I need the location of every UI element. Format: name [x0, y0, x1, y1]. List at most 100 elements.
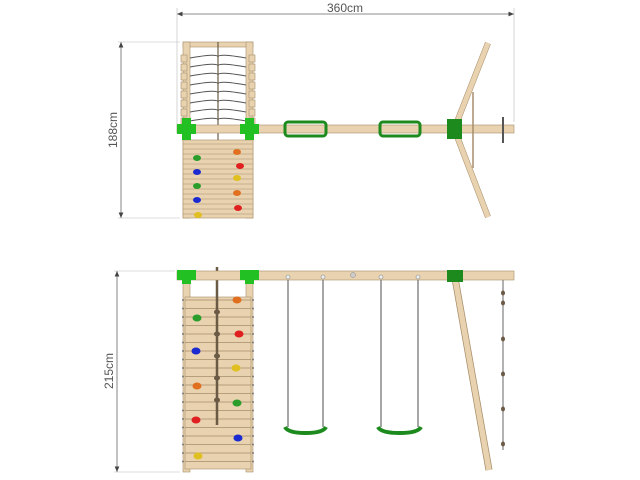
climbing-hold	[233, 190, 241, 196]
rope-ladder-rung	[501, 290, 505, 296]
net-peg	[248, 81, 256, 90]
climbing-hold	[233, 175, 241, 181]
bolt	[182, 299, 184, 301]
net-peg	[248, 108, 256, 117]
bolt	[252, 375, 254, 378]
rope-ladder-rung	[501, 371, 505, 377]
climbing-hold	[193, 183, 201, 189]
climbing-hold	[193, 155, 201, 161]
rope-knot	[214, 331, 220, 337]
height-dimension: 215cm	[102, 270, 180, 473]
climbing-hold	[191, 347, 201, 355]
bolt	[182, 333, 184, 335]
width-dimension: 360cm	[176, 1, 515, 125]
bolt	[252, 409, 254, 412]
climbing-hold	[233, 434, 243, 442]
swing-seat-top	[378, 120, 422, 138]
bolt	[252, 333, 254, 335]
bolt	[182, 443, 184, 446]
climbing-hold	[192, 382, 202, 390]
bolt	[252, 316, 254, 318]
bolt	[182, 307, 184, 310]
rope-ladder-rung	[501, 441, 505, 447]
swing-seat-top	[283, 120, 328, 138]
net-peg	[180, 63, 188, 72]
bracket	[245, 270, 254, 284]
net-peg	[180, 72, 188, 81]
a-frame-leg	[452, 42, 491, 128]
bolt	[252, 392, 254, 395]
climbing-hold	[234, 330, 244, 338]
a-frame-leg	[452, 130, 491, 218]
bracket	[182, 118, 191, 140]
bolt	[252, 401, 254, 403]
rope-knot	[214, 353, 220, 359]
height-label: 215cm	[102, 353, 116, 389]
rope-ladder-rung	[501, 300, 505, 306]
net-peg	[180, 108, 188, 117]
climbing-hold	[192, 314, 202, 322]
bolt	[252, 426, 254, 429]
bolt	[252, 384, 254, 386]
bolt	[182, 418, 184, 420]
width-label: 360cm	[327, 1, 363, 15]
bolt	[182, 392, 184, 395]
bolt	[252, 350, 254, 352]
net-peg	[248, 72, 256, 81]
bolt	[252, 341, 254, 344]
bolt	[252, 358, 254, 361]
bracket	[182, 270, 191, 284]
swing-hook	[415, 274, 421, 280]
bolt	[182, 375, 184, 378]
net-peg	[180, 54, 188, 63]
bracket	[245, 118, 254, 140]
bolt	[252, 324, 254, 327]
depth-dimension: 188cm	[106, 41, 180, 219]
net-peg	[248, 99, 256, 108]
rope-ladder-rung	[501, 406, 505, 412]
bolt	[182, 358, 184, 361]
bolt	[252, 299, 254, 301]
swing-seat	[283, 425, 328, 436]
rope-knot	[214, 397, 220, 403]
a-frame-bracket	[447, 119, 462, 139]
bolt	[182, 324, 184, 327]
bolt	[182, 426, 184, 429]
climbing-hold	[193, 169, 201, 175]
net-peg	[248, 63, 256, 72]
a-frame-bracket	[447, 270, 463, 282]
bolt	[182, 350, 184, 352]
swing-hook	[285, 274, 291, 280]
front-view	[176, 267, 515, 473]
climbing-hold	[194, 212, 202, 218]
net-peg	[180, 81, 188, 90]
bolt	[182, 409, 184, 412]
top-view	[176, 41, 515, 219]
bolt	[252, 307, 254, 310]
climbing-hold	[232, 399, 242, 407]
depth-label: 188cm	[106, 112, 120, 148]
beam-cap	[350, 272, 356, 278]
bolt	[182, 435, 184, 437]
net-peg	[248, 90, 256, 99]
bolt	[252, 452, 254, 454]
climbing-hold	[231, 364, 241, 372]
climbing-hold	[232, 296, 242, 304]
net-peg	[180, 90, 188, 99]
bolt	[182, 460, 184, 463]
climbing-hold	[236, 163, 244, 169]
bolt	[252, 460, 254, 463]
a-frame-leg	[452, 277, 492, 471]
bolt	[182, 452, 184, 454]
bolt	[182, 367, 184, 369]
rope-knot	[214, 309, 220, 315]
rope-ladder-rung	[501, 336, 505, 342]
swing-hook	[378, 274, 384, 280]
swing-seat	[376, 425, 423, 436]
bolt	[182, 316, 184, 318]
climbing-hold	[193, 452, 203, 460]
climbing-hold	[234, 205, 242, 211]
climbing-hold	[233, 149, 241, 155]
bolt	[252, 443, 254, 446]
